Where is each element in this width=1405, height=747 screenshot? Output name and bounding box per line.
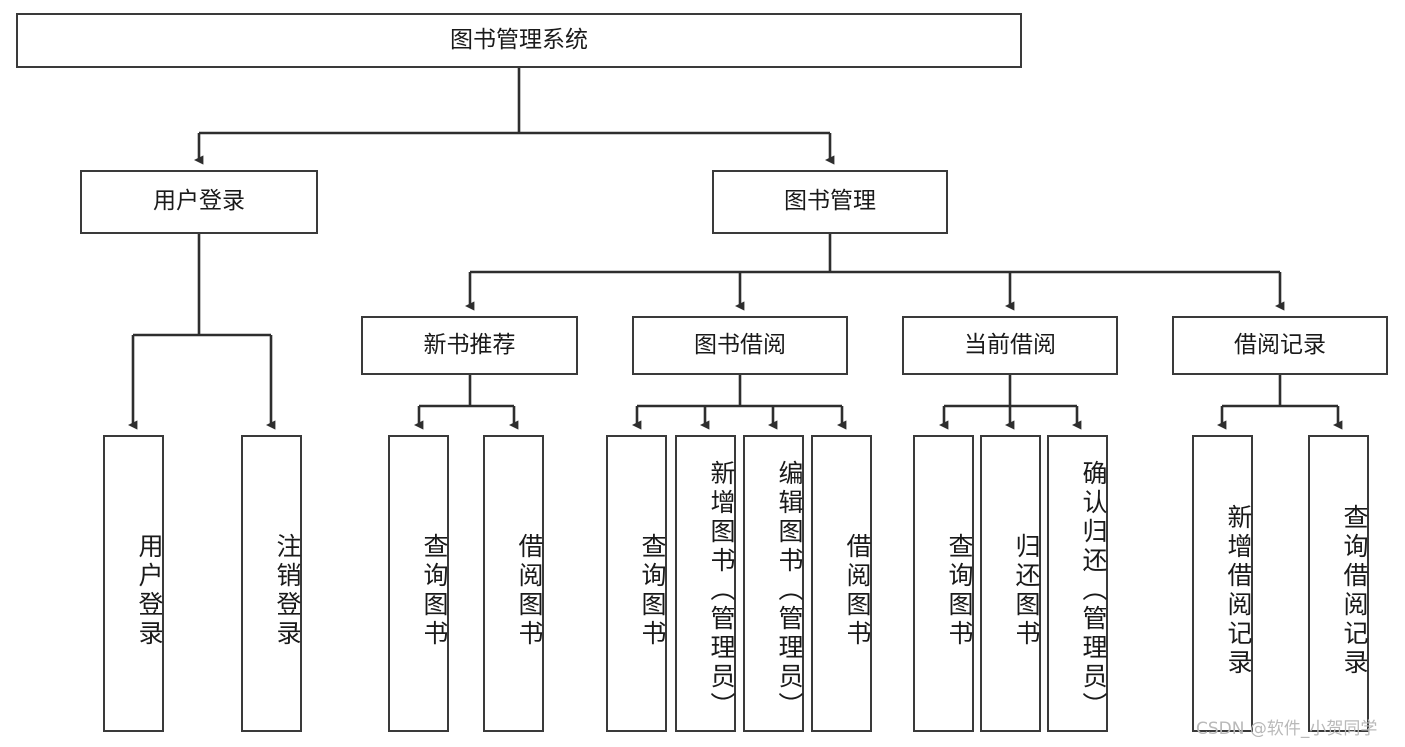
leaf-edit-book-admin[interactable]: 编辑图书（管理员）	[743, 435, 804, 732]
node-label: 用户登录	[135, 532, 164, 649]
node-label: 查询图书	[638, 532, 667, 649]
node-label: 查询图书	[420, 532, 449, 649]
leaf-confirm-return-admin[interactable]: 确认归还（管理员）	[1047, 435, 1108, 732]
node-borrow-record[interactable]: 借阅记录	[1172, 316, 1388, 375]
leaf-add-borrow-record[interactable]: 新增借阅记录	[1192, 435, 1253, 732]
node-user-login[interactable]: 用户登录	[80, 170, 318, 234]
node-label: 图书管理系统	[450, 26, 588, 53]
node-label: 借阅图书	[515, 532, 544, 649]
node-book-borrow[interactable]: 图书借阅	[632, 316, 848, 375]
node-label: 借阅记录	[1234, 331, 1326, 358]
leaf-return-book[interactable]: 归还图书	[980, 435, 1041, 732]
leaf-query-book-current[interactable]: 查询图书	[913, 435, 974, 732]
node-label: 新增借阅记录	[1224, 503, 1253, 678]
leaf-borrow-book-recommend[interactable]: 借阅图书	[483, 435, 544, 732]
node-current-borrow[interactable]: 当前借阅	[902, 316, 1118, 375]
leaf-query-book-borrow[interactable]: 查询图书	[606, 435, 667, 732]
watermark: CSDN @软件_小贺同学	[1196, 719, 1378, 739]
leaf-user-login[interactable]: 用户登录	[103, 435, 164, 732]
leaf-query-book-recommend[interactable]: 查询图书	[388, 435, 449, 732]
leaf-query-borrow-record[interactable]: 查询借阅记录	[1308, 435, 1369, 732]
node-root-book-management-system[interactable]: 图书管理系统	[16, 13, 1022, 68]
leaf-logout-login[interactable]: 注销登录	[241, 435, 302, 732]
node-new-book-recommend[interactable]: 新书推荐	[361, 316, 578, 375]
node-label: 查询借阅记录	[1340, 503, 1369, 678]
node-label: 当前借阅	[964, 331, 1056, 358]
node-label: 图书借阅	[694, 331, 786, 358]
node-label: 图书管理	[784, 188, 876, 215]
leaf-add-book-admin[interactable]: 新增图书（管理员）	[675, 435, 736, 732]
node-label: 查询图书	[945, 532, 974, 649]
node-book-management[interactable]: 图书管理	[712, 170, 948, 234]
node-label: 借阅图书	[843, 532, 872, 649]
node-label: 归还图书	[1012, 532, 1041, 649]
node-label: 确认归还（管理员）	[1079, 460, 1108, 721]
leaf-borrow-book[interactable]: 借阅图书	[811, 435, 872, 732]
node-label: 新增图书（管理员）	[707, 460, 736, 721]
node-label: 新书推荐	[423, 331, 516, 358]
node-label: 编辑图书（管理员）	[775, 460, 804, 721]
node-label: 注销登录	[273, 532, 302, 649]
node-label: 用户登录	[153, 188, 245, 215]
